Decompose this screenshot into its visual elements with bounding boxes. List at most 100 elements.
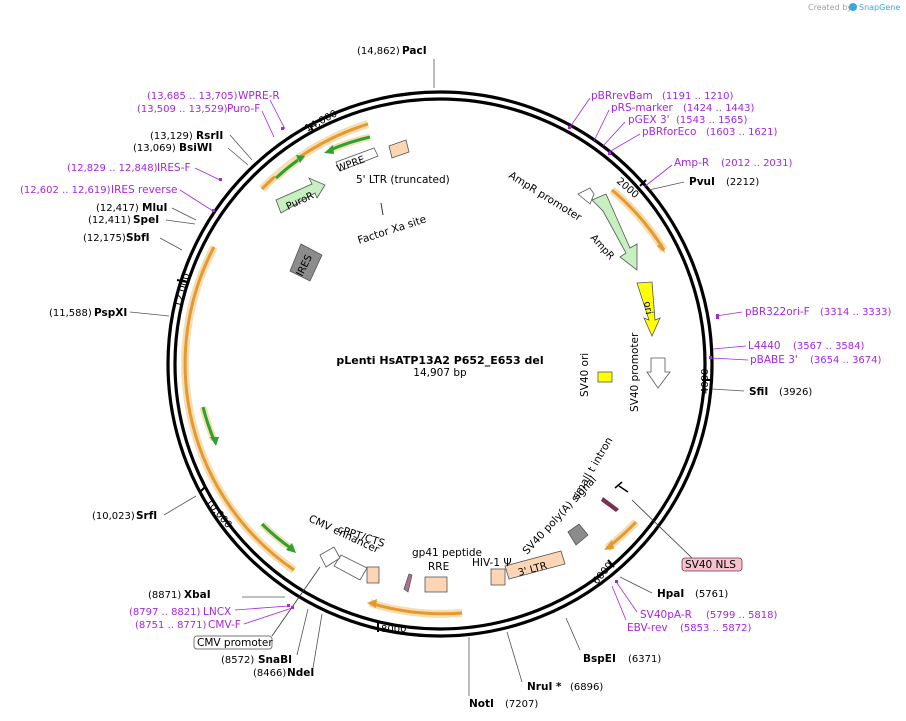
svg-text:(7207): (7207) xyxy=(505,699,538,710)
svg-text:pRS-marker: pRS-marker xyxy=(611,102,674,114)
svg-text:4000: 4000 xyxy=(700,369,711,394)
svg-text:(11,588): (11,588) xyxy=(49,308,92,319)
svg-text:(1603 .. 1621): (1603 .. 1621) xyxy=(706,127,778,138)
rre-label: RRE xyxy=(428,561,449,573)
svg-text:NotI: NotI xyxy=(469,698,494,710)
svg-text:IRES-F: IRES-F xyxy=(157,162,191,174)
factor-xa-label: Factor Xa site xyxy=(356,213,428,246)
svg-text:(12,417): (12,417) xyxy=(96,203,139,214)
primer-pbrrevbam: pBRrevBam (1191 .. 1210) xyxy=(568,90,734,129)
svg-text:(2212): (2212) xyxy=(726,177,759,188)
svg-text:L4440: L4440 xyxy=(748,340,781,352)
primer-pbabe3: pBABE 3' (3654 .. 3674) xyxy=(709,354,882,366)
enzyme-pspXI: (11,588) PspXI xyxy=(49,307,170,319)
svg-text:(1191 .. 1210): (1191 .. 1210) xyxy=(662,91,734,102)
enzyme-srfI: (10,023) SrfI xyxy=(92,495,197,522)
svg-text:(13,129): (13,129) xyxy=(150,131,193,142)
watermark-brand: SnapGene xyxy=(859,3,900,12)
primer-pbr322ori-f: pBR322ori-F (3314 .. 3333) xyxy=(715,306,892,319)
rre-feature: RRE xyxy=(424,561,449,593)
hiv-psi-feature: HIV-1 Ψ xyxy=(472,557,512,586)
svg-text:PacI: PacI xyxy=(402,45,427,57)
svg-text:(6896): (6896) xyxy=(570,682,603,693)
ori-feature: ori xyxy=(636,281,661,337)
sv40-promoter-label: SV40 promoter xyxy=(629,332,641,412)
primer-ires-reverse: (12,602 .. 12,619) IRES reverse xyxy=(20,184,215,212)
enzyme-xbaI: (8871) XbaI xyxy=(148,589,285,601)
svg-text:(14,862): (14,862) xyxy=(357,46,400,57)
sv40-ori-feature: SV40 ori xyxy=(579,353,613,397)
watermark-created-by: Created by xyxy=(808,3,852,12)
plasmid-size: 14,907 bp xyxy=(413,367,467,379)
ltr3-feature: 3' LTR xyxy=(504,550,566,580)
enzyme-notI: NotI (7207) xyxy=(468,637,538,710)
tick-8000: 8000 xyxy=(377,622,406,635)
sv40-promoter-feature: SV40 promoter xyxy=(629,332,671,412)
enzyme-bspEI: BspEI (6371) xyxy=(565,617,661,665)
sv40-nls-box: SV40 NLS xyxy=(631,499,743,572)
ires-feature: IRES xyxy=(289,243,323,282)
ori-label: ori xyxy=(641,301,654,316)
svg-text:pBR322ori-F: pBR322ori-F xyxy=(745,306,810,318)
sv40-polya-feature: SV40 poly(A) signal xyxy=(520,474,599,557)
svg-text:(8871): (8871) xyxy=(148,590,181,601)
gp41-feature: gp41 peptide xyxy=(403,547,482,593)
enzyme-bsiWI: (13,069) BsiWI xyxy=(133,142,249,166)
primer-l4440: L4440 (3567 .. 3584) xyxy=(712,340,865,352)
svg-text:(8466): (8466) xyxy=(253,668,286,679)
tick-4000: 4000 xyxy=(700,369,712,394)
enzyme-pvuI: PvuI (2212) xyxy=(648,176,759,191)
primer-puro-f: (13,509 .. 13,529) Puro-F xyxy=(137,103,275,138)
svg-text:pBRforEco: pBRforEco xyxy=(642,126,696,138)
svg-text:(8751 .. 8771): (8751 .. 8771) xyxy=(135,620,207,631)
svg-text:(3567 .. 3584): (3567 .. 3584) xyxy=(793,341,865,352)
ampr-promoter-feature: AmpR promoter xyxy=(506,169,595,224)
sv40-polya-label: SV40 poly(A) signal xyxy=(520,474,599,557)
svg-text:CMV-F: CMV-F xyxy=(208,619,241,631)
svg-text:(3314 .. 3333): (3314 .. 3333) xyxy=(820,307,892,318)
svg-text:PvuI: PvuI xyxy=(689,176,715,188)
svg-text:RsrII: RsrII xyxy=(196,130,223,142)
svg-text:(5853 .. 5872): (5853 .. 5872) xyxy=(680,623,752,634)
svg-text:(6371): (6371) xyxy=(628,654,661,665)
svg-text:pGEX 3': pGEX 3' xyxy=(628,114,670,126)
svg-text:(13,069): (13,069) xyxy=(133,143,176,154)
ampr-promoter-label: AmpR promoter xyxy=(506,169,584,224)
ltr5-label: 5' LTR (truncated) xyxy=(356,174,450,186)
enzyme-sbfI: (12,175) SbfI xyxy=(83,232,183,251)
svg-text:(1543 .. 1565): (1543 .. 1565) xyxy=(676,115,748,126)
svg-text:EBV-rev: EBV-rev xyxy=(627,622,668,634)
enzyme-rsrII: (13,129) RsrII xyxy=(150,130,253,161)
primer-ebv-rev: EBV-rev (5853 .. 5872) xyxy=(611,585,752,634)
svg-text:(8572): (8572) xyxy=(221,655,254,666)
svg-text:(3654 .. 3674): (3654 .. 3674) xyxy=(810,355,882,366)
enzyme-pacI: (14,862) PacI xyxy=(357,45,435,88)
sv40-nls-label: SV40 NLS xyxy=(685,559,736,571)
factor-xa-site: Factor Xa site xyxy=(356,202,428,247)
primer-sv40pa-r: SV40pA-R (5799 .. 5818) xyxy=(615,580,778,621)
enzyme-sfiI: SfiI (3926) xyxy=(711,386,812,398)
svg-text:PspXI: PspXI xyxy=(94,307,127,319)
ampr-label: AmpR xyxy=(588,233,616,263)
backbone-inner xyxy=(173,97,707,631)
svg-text:(5799 .. 5818): (5799 .. 5818) xyxy=(706,610,778,621)
primer-cmv-f: (8751 .. 8771) CMV-F xyxy=(135,606,294,631)
primer-prs-marker: pRS-marker (1424 .. 1443) xyxy=(593,102,755,142)
svg-text:(8797 .. 8821): (8797 .. 8821) xyxy=(129,607,201,618)
sv40-ori-label: SV40 ori xyxy=(579,353,591,397)
puror-feature: PuroR xyxy=(275,177,326,214)
svg-text:8000: 8000 xyxy=(381,624,406,635)
enzyme-nruI: NruI * (6896) xyxy=(506,631,603,693)
primer-wpre-r: (13,685 .. 13,705) WPRE-R xyxy=(147,90,286,130)
svg-text:(3926): (3926) xyxy=(779,387,812,398)
svg-text:SrfI: SrfI xyxy=(136,510,157,522)
snapgene-logo-icon xyxy=(849,3,857,11)
sv40-nls-marker xyxy=(601,497,619,512)
cmv-promoter-feature: CMV promoter xyxy=(193,546,341,650)
svg-text:WPRE-R: WPRE-R xyxy=(238,90,280,102)
svg-text:MluI: MluI xyxy=(142,202,167,214)
svg-text:pBABE 3': pBABE 3' xyxy=(750,354,798,366)
svg-text:(13,685 .. 13,705): (13,685 .. 13,705) xyxy=(147,91,238,102)
gp41-label: gp41 peptide xyxy=(412,547,482,559)
